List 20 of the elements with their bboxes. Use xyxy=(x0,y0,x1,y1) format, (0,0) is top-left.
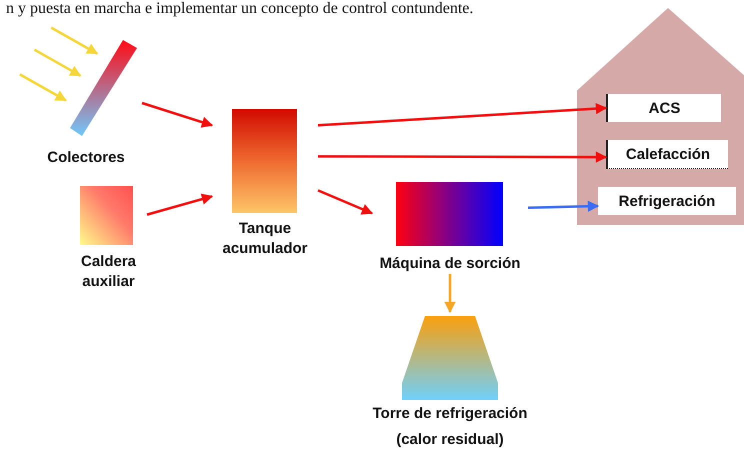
component-label: (calor residual) xyxy=(395,430,505,450)
label-panel: ACS xyxy=(606,94,721,122)
arrow xyxy=(318,103,608,127)
component-label: Tanque acumulador xyxy=(221,219,309,259)
sunlight-arrow xyxy=(34,48,82,77)
sunlight-arrow xyxy=(19,73,67,102)
arrow xyxy=(528,200,600,212)
arrow xyxy=(318,189,374,214)
arrow xyxy=(142,102,214,128)
arrow xyxy=(444,274,456,314)
component-label: Torre de refrigeración xyxy=(372,404,528,424)
arrow xyxy=(318,151,608,163)
sunlight-arrow xyxy=(50,26,98,55)
component-label: Caldera auxiliar xyxy=(80,252,138,292)
label-panel: Calefacción xyxy=(606,140,728,169)
label-panel: Refrigeración xyxy=(598,187,736,215)
arrow xyxy=(146,194,214,216)
component-label: Máquina de sorción xyxy=(378,254,522,274)
component-label: Colectores xyxy=(46,148,126,168)
text-fragment: n y puesta en marcha e implementar un concepto de control contundente. xyxy=(6,0,474,18)
